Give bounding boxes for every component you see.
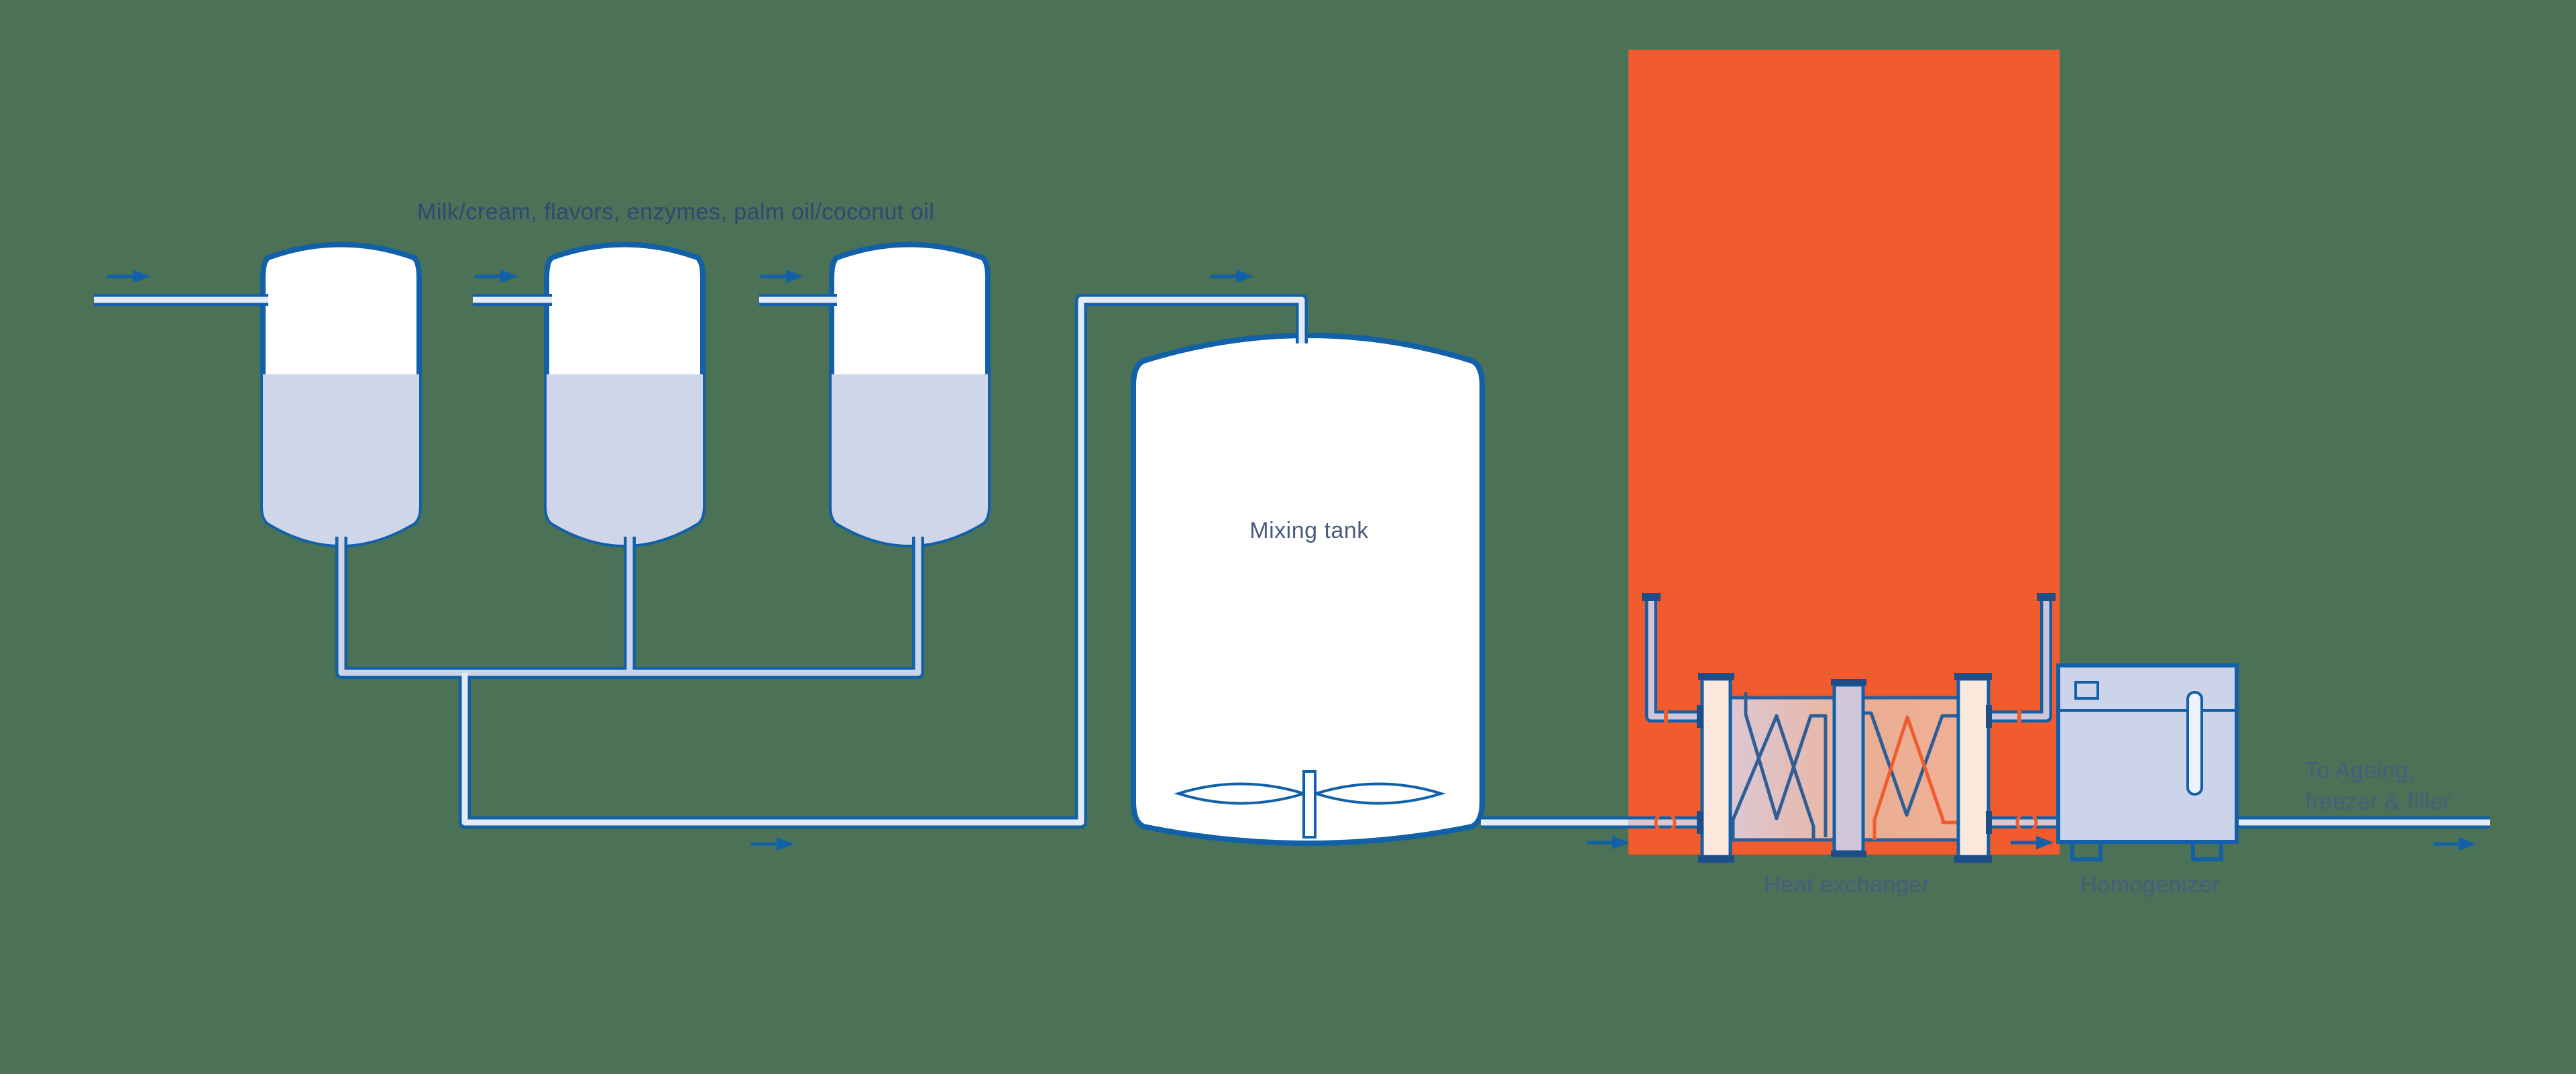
valve-before-hex xyxy=(1654,811,1677,834)
hex-plate-left-cap-bottom xyxy=(1698,855,1734,863)
ingredient-tank-3 xyxy=(829,241,991,547)
tank-3-liquid xyxy=(832,374,988,545)
mixing-tank xyxy=(1131,333,1485,846)
hex-plate-middle-cap-top xyxy=(1831,679,1866,686)
hex-plate-left xyxy=(1700,677,1732,859)
hex-flange-top-right xyxy=(1986,705,1992,728)
homogenizer-indicator xyxy=(2074,681,2099,700)
pipes-fill xyxy=(94,297,2490,826)
hex-flange-bottom-left xyxy=(1697,811,1703,834)
right-gasket-mark xyxy=(2017,709,2021,724)
hex-plate-middle-cap-bottom xyxy=(1831,851,1866,857)
hex-flow-line-left-product xyxy=(1731,714,1815,840)
tank-2-liquid xyxy=(547,374,703,545)
destination-label-line1: To Ageing, xyxy=(2305,758,2415,784)
hex-plate-right-cap-top xyxy=(1954,673,1992,680)
ingredient-tank-1 xyxy=(260,241,422,547)
agitator-blade-right xyxy=(1311,782,1446,805)
right-riser-cap xyxy=(2037,593,2056,601)
homogenizer-body xyxy=(2056,663,2239,844)
tank-1-liquid xyxy=(263,374,419,545)
ingredients-label: Milk/cream, flavors, enzymes, palm oil/c… xyxy=(417,199,934,225)
homogenizer xyxy=(2056,663,2239,861)
hex-flow-line-right-hot xyxy=(1872,715,1958,840)
homogenizer-label: Homogenizer xyxy=(2080,872,2220,898)
agitator xyxy=(1174,770,1446,839)
hex-flow-line-right-product xyxy=(1863,711,1958,817)
left-gasket-mark xyxy=(1664,709,1668,724)
hex-flange-top-left xyxy=(1697,705,1703,728)
mixing-tank-label: Mixing tank xyxy=(1249,518,1369,543)
heat-exchanger xyxy=(1697,673,1992,863)
hex-plate-middle xyxy=(1832,683,1865,854)
homogenizer-gauge-slot xyxy=(2186,691,2203,796)
hex-plate-right-cap-bottom xyxy=(1954,855,1992,863)
hex-flange-bottom-right xyxy=(1986,811,1992,834)
destination-label-line2: freezer & filler xyxy=(2305,789,2451,814)
valve-after-hex xyxy=(2015,811,2038,834)
hex-plate-right xyxy=(1956,677,1991,859)
hex-plate-left-cap-top xyxy=(1698,673,1734,680)
heat-exchanger-label: Heat exchanger xyxy=(1764,872,1929,898)
left-riser-cap xyxy=(1642,593,1661,601)
agitator-shaft xyxy=(1302,770,1317,839)
ingredient-tank-2 xyxy=(544,241,706,547)
